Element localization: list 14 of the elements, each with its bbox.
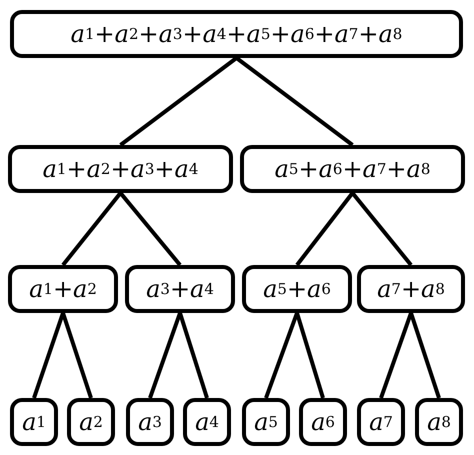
connector-line: [379, 312, 413, 399]
connector-line: [118, 192, 182, 266]
connector-line: [148, 312, 182, 399]
connector-line: [350, 192, 413, 266]
connector-line: [409, 312, 441, 399]
connector-line: [264, 312, 299, 399]
connector-line: [178, 312, 209, 399]
connector-line: [61, 312, 93, 399]
connector-line: [119, 56, 238, 147]
connector-line: [32, 312, 65, 399]
connector-line: [295, 192, 354, 266]
connector-line: [235, 56, 354, 147]
connector-line: [295, 312, 325, 399]
connector-line: [61, 192, 122, 266]
